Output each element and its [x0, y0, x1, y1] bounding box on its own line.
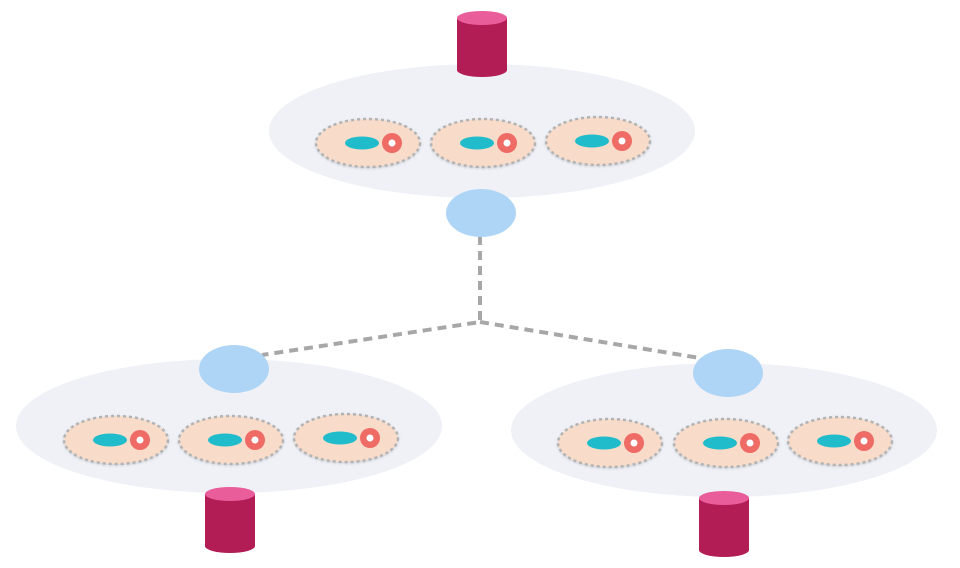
- database-icon[interactable]: [205, 487, 255, 553]
- pod-2[interactable]: [177, 414, 285, 466]
- pod-ring-center: [860, 437, 868, 445]
- pod-dash-icon: [703, 436, 737, 450]
- network-hub-icon[interactable]: [446, 189, 516, 237]
- database-top: [205, 487, 255, 501]
- pod-dash-icon: [345, 136, 379, 150]
- pod-1[interactable]: [556, 417, 664, 469]
- pod-ring-center: [630, 439, 638, 447]
- cluster-top: [269, 11, 695, 237]
- network-hub-icon[interactable]: [693, 349, 763, 397]
- cluster-bottom-left: [16, 345, 442, 553]
- database-top: [457, 11, 507, 25]
- pod-2[interactable]: [672, 417, 780, 469]
- network-hub-icon[interactable]: [199, 345, 269, 393]
- link-top-to-bottom-right: [479, 320, 701, 360]
- database-body: [457, 18, 507, 77]
- pod-ring-center: [251, 436, 259, 444]
- pod-dash-icon: [587, 436, 621, 450]
- database-icon[interactable]: [699, 491, 749, 557]
- pod-ring-center: [366, 434, 374, 442]
- pod-2[interactable]: [429, 117, 537, 169]
- database-icon[interactable]: [457, 11, 507, 77]
- pod-dash-icon: [208, 433, 242, 447]
- database-top: [699, 491, 749, 505]
- pod-3[interactable]: [786, 415, 894, 467]
- pod-dash-icon: [460, 136, 494, 150]
- pod-3[interactable]: [544, 115, 652, 167]
- database-body: [205, 494, 255, 553]
- database-body: [699, 498, 749, 557]
- pod-1[interactable]: [62, 414, 170, 466]
- cluster-bottom-right: [511, 349, 937, 557]
- pod-ring-center: [136, 436, 144, 444]
- pod-ring-center: [746, 439, 754, 447]
- pod-dash-icon: [575, 134, 609, 148]
- pod-dash-icon: [323, 431, 357, 445]
- links: [261, 236, 701, 360]
- pod-ring-center: [388, 139, 396, 147]
- link-top-to-bottom-left: [261, 236, 482, 357]
- pod-1[interactable]: [314, 117, 422, 169]
- pod-dash-icon: [817, 434, 851, 448]
- pod-dash-icon: [93, 433, 127, 447]
- pod-ring-center: [618, 137, 626, 145]
- pod-3[interactable]: [292, 412, 400, 464]
- pod-ring-center: [503, 139, 511, 147]
